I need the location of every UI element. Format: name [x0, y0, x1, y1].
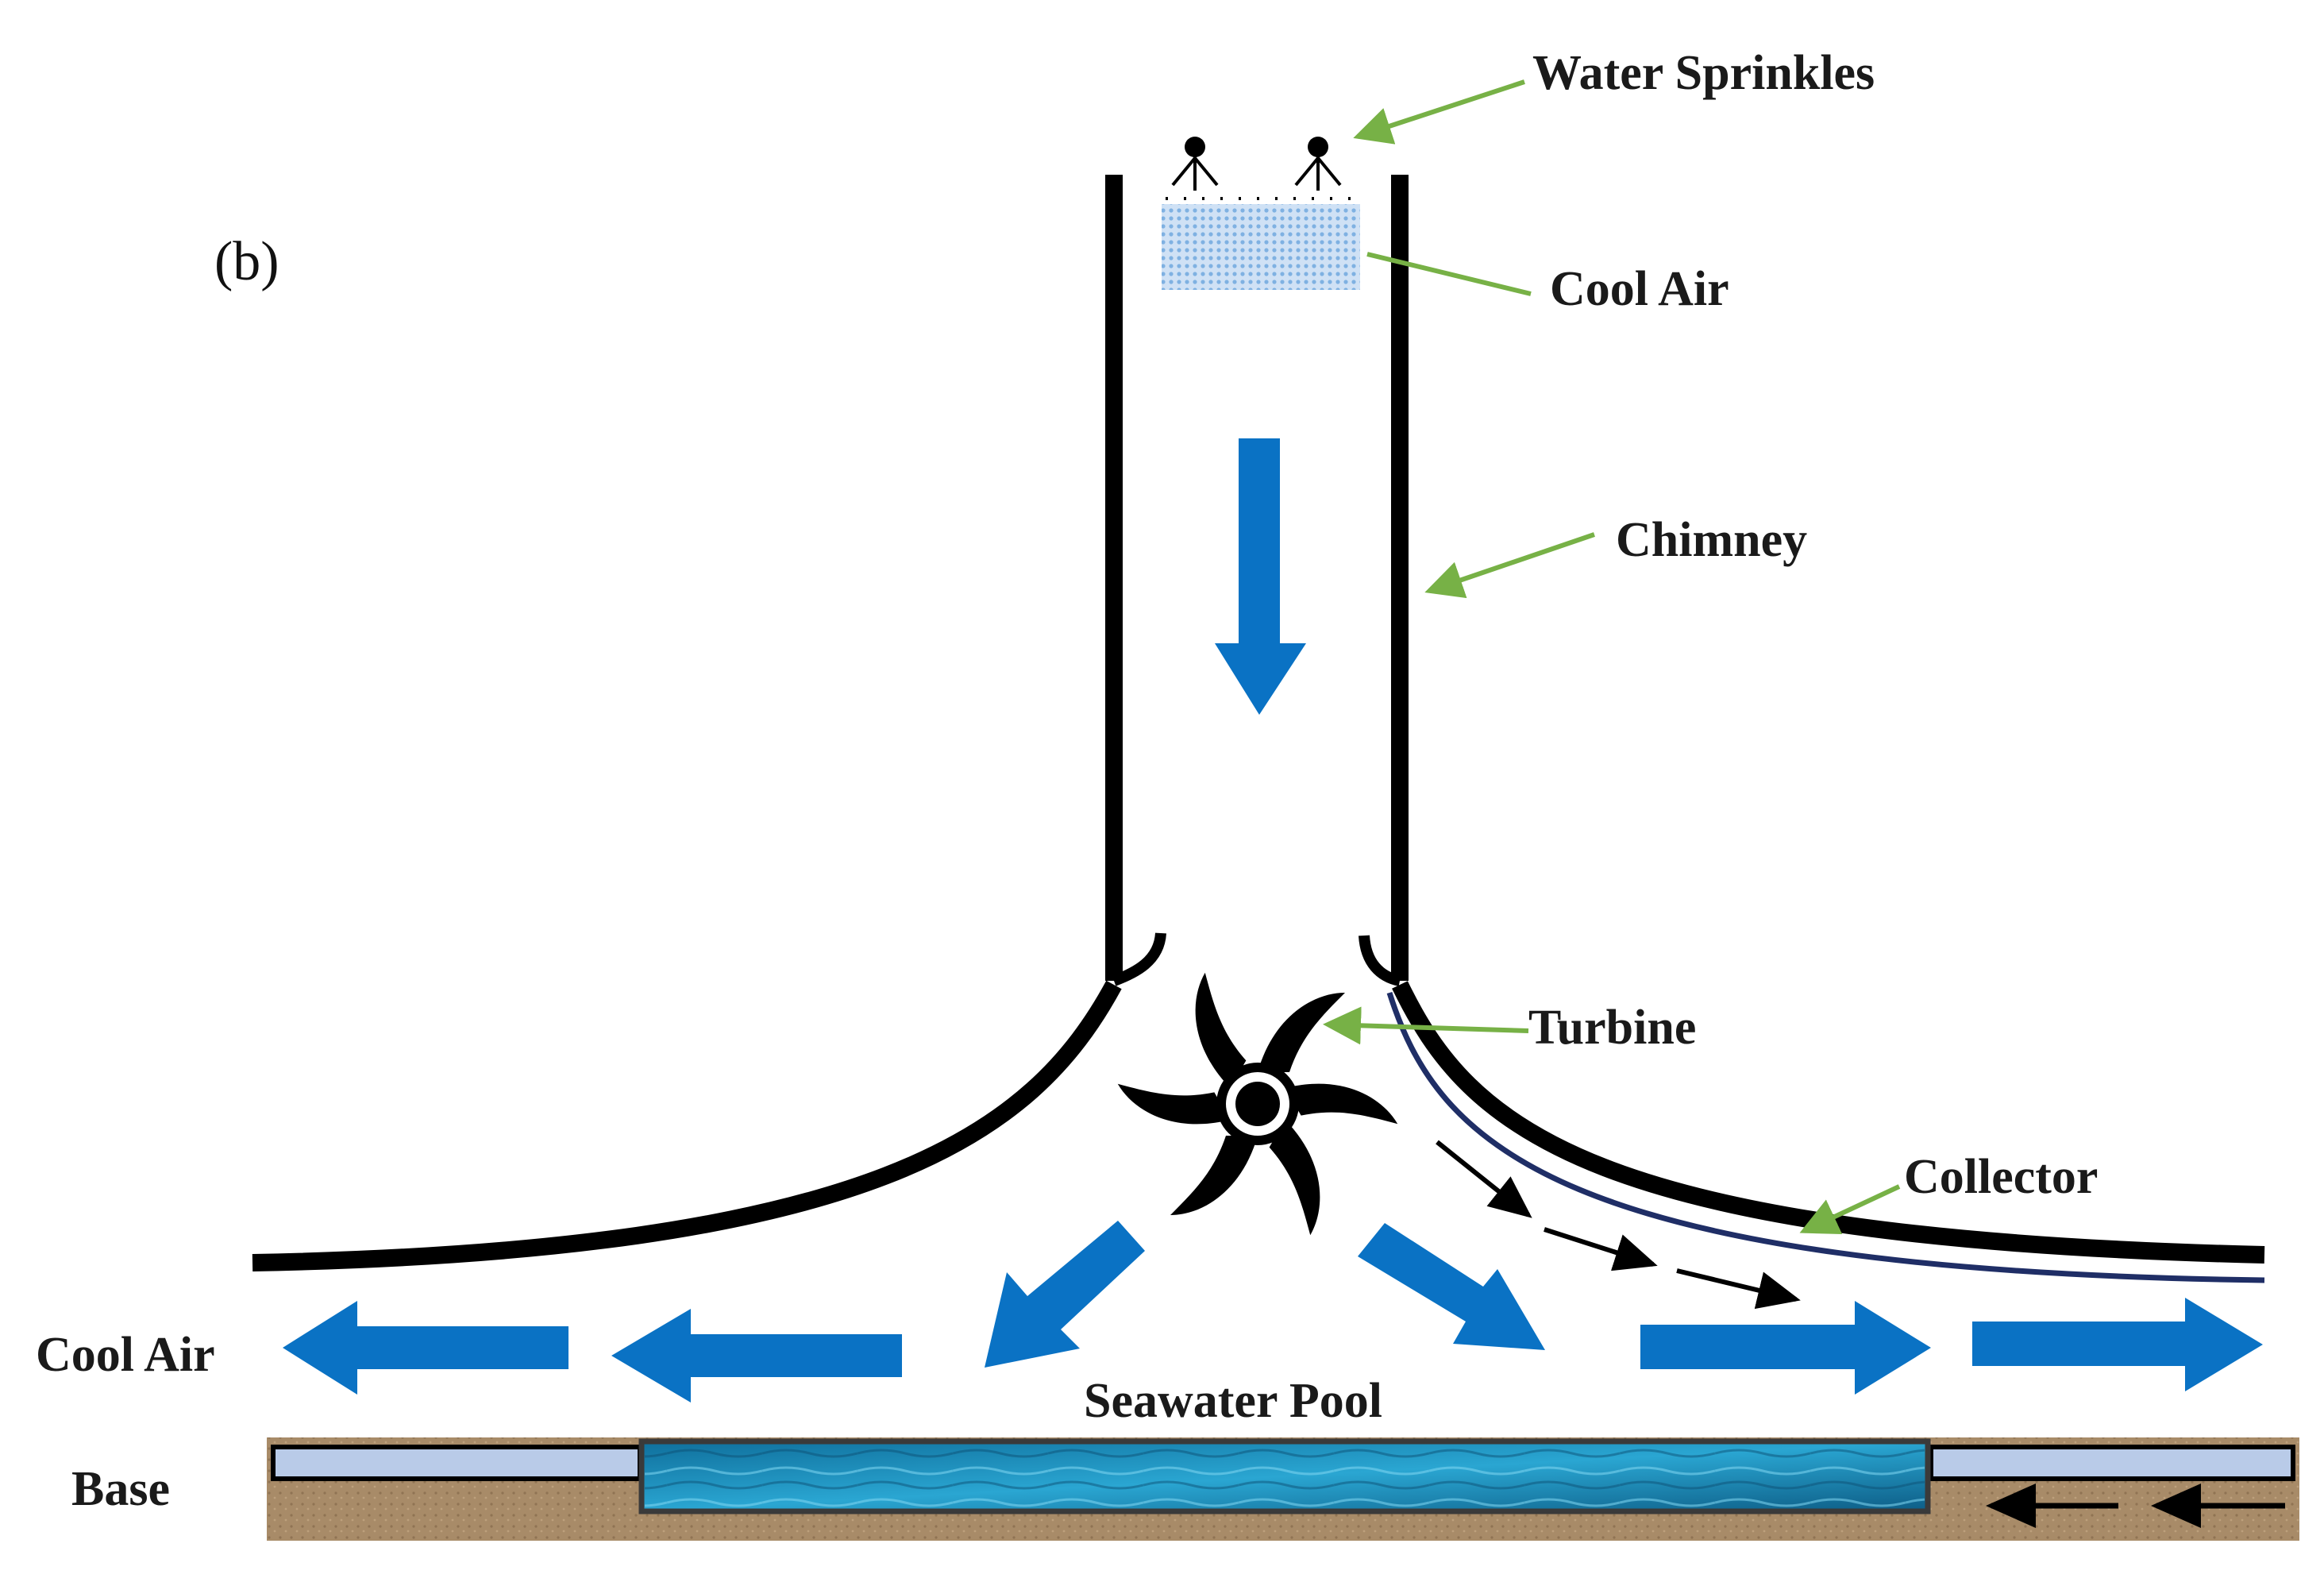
sprinkler-icon: [1171, 137, 1219, 191]
chimney-right-hook: [1359, 935, 1401, 986]
flow-arrow-right-2: [1972, 1298, 2263, 1391]
label-collector: Collector: [1904, 1150, 2098, 1204]
label-water-sprinkles: Water Sprinkles: [1532, 46, 1875, 100]
label-cool-air-left: Cool Air: [36, 1328, 215, 1382]
sprinklers: [1166, 137, 1362, 200]
flow-arrow-right-1: [1640, 1301, 1931, 1395]
label-base: Base: [71, 1462, 170, 1516]
downflow-arrow: [1215, 438, 1306, 715]
collector-right: [1392, 981, 2265, 1264]
flow-arrow-down-right: [1358, 1223, 1545, 1350]
flow-arrow-left-2: [611, 1309, 902, 1403]
collector-canopy: [252, 980, 2265, 1283]
chimney-left-hook: [1112, 932, 1166, 986]
collector-inner-line: [1386, 991, 2265, 1283]
cool-air-zone: [1162, 204, 1360, 290]
label-cool-air-top: Cool Air: [1550, 262, 1729, 316]
base-panel-right: [1929, 1445, 2295, 1481]
chimney: [1105, 175, 1409, 986]
collector-left: [252, 980, 1122, 1271]
label-turbine: Turbine: [1528, 1001, 1696, 1055]
leader-lines: [1323, 79, 1901, 1234]
flow-arrow-down-left: [985, 1221, 1145, 1368]
label-seawater-pool: Seawater Pool: [1084, 1374, 1382, 1428]
label-chimney: Chimney: [1616, 513, 1807, 567]
flow-arrow-left-1: [283, 1301, 568, 1395]
outflow-arrows: [283, 1221, 2263, 1403]
collector-flow-arrows: [1436, 1140, 1801, 1310]
sprinkler-icon: [1294, 137, 1342, 191]
base-panel-left: [271, 1445, 642, 1481]
base: [267, 1437, 2299, 1541]
panel-label: (b): [214, 231, 279, 292]
turbine-icon: [1117, 972, 1398, 1236]
